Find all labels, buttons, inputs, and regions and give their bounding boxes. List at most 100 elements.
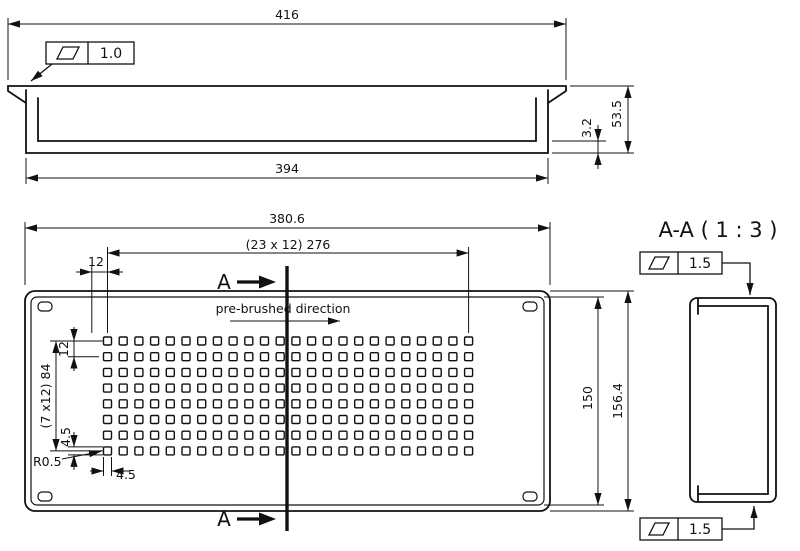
perforation-hole: [306, 367, 317, 378]
dim-150: 150: [580, 386, 595, 410]
perforation-hole: [369, 399, 380, 409]
flatness-symbol-icon: [55, 46, 81, 60]
perforation-hole: [181, 367, 191, 378]
perforation-hole: [448, 430, 458, 440]
perforation-hole: [338, 399, 348, 409]
perforation-hole: [385, 336, 395, 346]
perforation-hole: [338, 367, 348, 378]
perforation-hole: [416, 367, 427, 378]
perforation-hole: [369, 430, 380, 440]
perforation-hole: [102, 430, 113, 440]
flatness-value-bottom: 1.5: [689, 522, 711, 538]
perforation-hole: [354, 446, 364, 456]
perforation-hole: [322, 430, 332, 440]
perforation-hole: [165, 446, 176, 456]
perforation-hole: [118, 430, 128, 440]
perforation-hole: [149, 336, 160, 346]
perforation-hole: [401, 367, 411, 378]
perforation-hole: [463, 430, 474, 440]
perforation-hole: [149, 399, 160, 409]
perforation-hole: [149, 446, 160, 456]
perforation-hole: [134, 446, 144, 456]
perforation-hole: [181, 399, 191, 409]
perforation-hole: [306, 446, 317, 456]
perforation-hole: [118, 367, 128, 378]
perforation-hole: [322, 399, 332, 409]
perforation-hole: [432, 414, 442, 425]
perforation-hole: [354, 414, 364, 425]
perforation-hole: [338, 352, 348, 362]
perforation-hole: [196, 352, 207, 362]
perforation-hole: [181, 352, 191, 362]
perforation-hole: [416, 352, 427, 362]
perforation-hole: [463, 383, 474, 393]
perforation-hole: [228, 352, 238, 362]
perforation-hole: [385, 367, 395, 378]
perforation-hole: [134, 430, 144, 440]
perforation-hole: [416, 399, 427, 409]
perforation-hole: [354, 352, 364, 362]
perforation-hole: [259, 336, 270, 346]
perforation-hole: [432, 336, 442, 346]
section-label-a-top: A: [217, 270, 231, 294]
perforation-hole: [259, 399, 270, 409]
perforation-hole: [385, 352, 395, 362]
perforation-hole: [354, 430, 364, 440]
perforation-hole: [401, 414, 411, 425]
perforation-hole: [448, 414, 458, 425]
perforation-hole: [401, 446, 411, 456]
perforation-hole: [102, 336, 113, 346]
perforation-hole: [448, 367, 458, 378]
perforation-hole: [275, 336, 285, 346]
perforation-hole: [165, 383, 176, 393]
perforation-hole: [291, 414, 301, 425]
perforation-hole: [306, 414, 317, 425]
perforation-hole: [259, 383, 270, 393]
perforation-hole: [196, 414, 207, 425]
perforation-hole: [338, 414, 348, 425]
perforation-hole: [401, 399, 411, 409]
perforation-hole: [275, 367, 285, 378]
perforation-hole: [291, 446, 301, 456]
dim-53-5: 53.5: [609, 100, 624, 128]
dim-3-2: 3.2: [579, 118, 594, 138]
perforation-hole: [448, 352, 458, 362]
perforation-hole: [416, 446, 427, 456]
perforation-hole: [275, 446, 285, 456]
perforation-hole: [322, 336, 332, 346]
perforation-hole: [463, 414, 474, 425]
perforation-hole: [228, 446, 238, 456]
perforation-hole: [448, 446, 458, 456]
perforation-hole: [416, 414, 427, 425]
perforation-hole: [212, 367, 223, 378]
front-view-dimensions: 380.6 (23 x 12) 276 12 12 (7 x12) 84: [24, 211, 634, 512]
perforation-hole: [416, 336, 427, 346]
perforation-hole: [291, 399, 301, 409]
perforation-hole: [165, 414, 176, 425]
perforation-hole: [118, 399, 128, 409]
perforation-hole: [149, 383, 160, 393]
section-arrow-top-icon: [259, 275, 276, 289]
dim-12-horizontal: 12: [88, 254, 104, 269]
perforation-hole: [196, 383, 207, 393]
perforation-hole: [291, 430, 301, 440]
perforation-hole: [149, 414, 160, 425]
perforation-hole: [118, 414, 128, 425]
perforation-hole: [416, 430, 427, 440]
perforation-hole: [401, 430, 411, 440]
perforation-hole: [416, 383, 427, 393]
perforation-hole: [385, 446, 395, 456]
section-view-title: A-A ( 1 : 3 ): [659, 218, 778, 242]
perforation-hole: [354, 367, 364, 378]
perforation-hole: [134, 383, 144, 393]
perforation-hole: [275, 399, 285, 409]
dim-156-4: 156.4: [610, 383, 625, 419]
perforation-hole: [432, 383, 442, 393]
perforation-hole: [432, 399, 442, 409]
perforation-hole: [196, 367, 207, 378]
section-profile: [689, 297, 777, 503]
hole-grid: [102, 336, 474, 456]
perforation-hole: [448, 336, 458, 346]
top-profile-view: [7, 85, 567, 154]
